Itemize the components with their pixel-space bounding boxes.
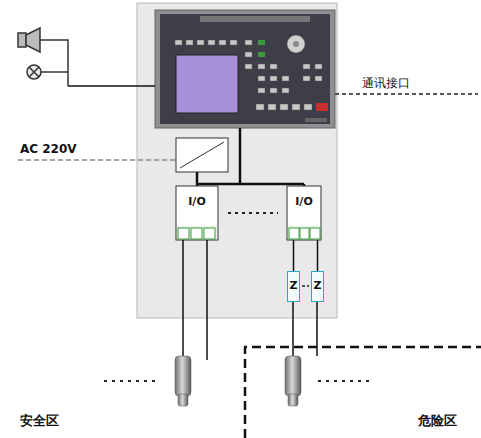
ellipsis-line [318,380,372,382]
io-module-box: I/O [176,186,218,240]
wire [317,240,318,271]
zone-label: 危险区 [418,414,457,429]
node-label: I/O [188,196,205,208]
io-module-box: I/O [287,186,321,240]
ellipsis-line [104,380,160,382]
bus [197,128,304,186]
ellipsis-line [302,285,309,287]
power-supply [176,138,228,172]
zone-label: 安全区 [20,414,59,429]
wire [293,240,294,271]
power-line [18,159,176,161]
io-module [176,186,321,240]
wires [183,240,317,360]
comm-line [335,93,478,95]
control-panel [155,10,335,128]
wire-line [293,240,295,271]
zone-boundary [245,347,481,438]
barrier-box: Z [311,271,324,302]
level-sensor [175,356,301,406]
wire-line [317,240,319,271]
node-label: Z [290,280,298,292]
node-label: I/O [295,196,312,208]
alarm-devices [18,28,155,86]
interface-label: 通讯接口 [362,77,410,91]
barrier-box: Z [287,271,300,302]
power-label: AC 220V [20,143,77,157]
ellipsis-line [228,212,278,214]
node-label: Z [314,280,322,292]
